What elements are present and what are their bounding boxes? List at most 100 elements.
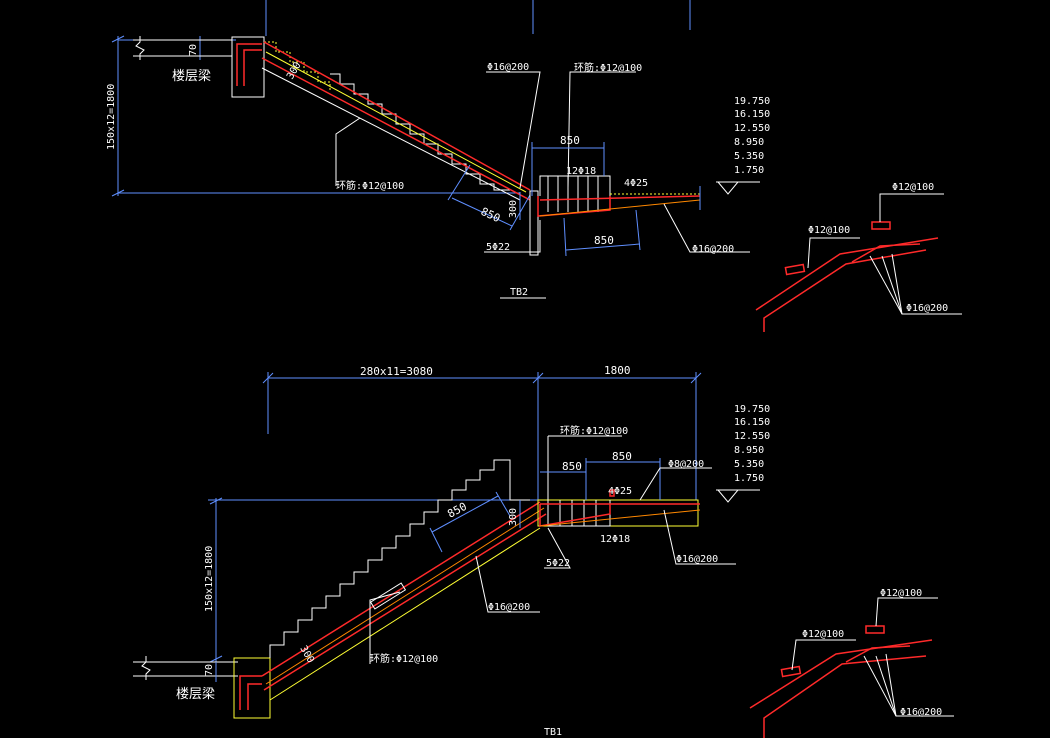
tb1-elevations: 19.750 16.150 12.550 8.950 5.350 1.750 <box>734 404 770 484</box>
tb1-label: 5Φ22 <box>546 558 570 569</box>
tb1-leader <box>475 555 540 613</box>
tb2-detail-bar <box>871 221 891 230</box>
tb1-landing-rebar-bottom <box>539 509 701 527</box>
tb1-beam-rebar <box>247 683 262 710</box>
tb1-beam-rebar <box>239 675 262 710</box>
tb2-detail-leader <box>881 255 903 315</box>
tb1-label: Φ16@200 <box>488 602 530 613</box>
tb1-dim-tick <box>209 497 223 505</box>
tb2-dim-tick <box>111 35 125 43</box>
tb1-elevation: 1.750 <box>734 473 764 484</box>
tb2-slab-rebar-bottom <box>261 57 531 201</box>
tb1-label: 300 <box>508 508 519 526</box>
tb1-elevation: 5.350 <box>734 459 764 470</box>
tb2-leader <box>484 220 541 253</box>
tb2-detail-bar <box>784 263 806 276</box>
tb2-stair-steps <box>330 73 510 191</box>
tb1-detail-leader <box>885 653 897 717</box>
tb2-landing-wall <box>529 190 539 256</box>
tb2-label: 环筋:Φ12@100 <box>574 61 642 74</box>
tb1-label: 850 <box>445 500 469 521</box>
tb1-elevation: 19.750 <box>734 404 770 415</box>
tb1-elevation: 16.150 <box>734 417 770 428</box>
tb2-floor-beam <box>231 36 265 98</box>
tb1-break-symbol <box>141 656 151 680</box>
tb1-landing <box>537 499 699 527</box>
tb1-detail-leader <box>875 655 897 717</box>
tb1-label: 环筋:Φ12@100 <box>560 424 628 437</box>
tb1-dim-tick <box>532 372 544 384</box>
tb1-slab-outline <box>269 527 541 701</box>
tb1-leader <box>369 591 401 664</box>
tb2-label: 850 <box>479 205 503 225</box>
tb2-detail-leader <box>891 253 903 315</box>
tb2-beam-rebar <box>243 49 262 86</box>
tb2-label: 850 <box>594 234 614 247</box>
tb1-detail-rebar <box>845 645 911 663</box>
tb2-leader <box>486 71 541 189</box>
tb2-drawing: Φ16@200 环筋:Φ12@100 850 12Φ18 4Φ25 850 30… <box>106 0 962 332</box>
tb1-floor-beam <box>233 657 271 719</box>
tb2-detail-rebar <box>763 249 927 332</box>
tb2-detail-leader <box>807 237 860 269</box>
tb2-elevation-marker <box>717 181 740 195</box>
tb2-label: 150x12=1800 <box>106 84 117 150</box>
tb2-label: 300 <box>508 200 519 218</box>
tb1-detail-bar <box>865 625 885 634</box>
tb1-leader <box>663 509 736 565</box>
tb1-detail-leader <box>791 639 856 671</box>
tb1-label: 850 <box>612 450 632 463</box>
tb1-drawing: 280x11=3080 1800 环筋:Φ12@100 850 850 Φ8@2… <box>133 364 954 738</box>
tb1-slab-rebar-mid <box>265 507 545 685</box>
tb2-landing-rebar-top <box>539 195 701 201</box>
tb1-label: 150x12=1800 <box>204 546 215 612</box>
tb1-leader <box>639 467 712 501</box>
tb2-slope-dim-ext <box>447 164 471 201</box>
tb1-label: 1800 <box>604 364 631 377</box>
tb1-detail-bar <box>780 665 802 678</box>
tb1-label: 850 <box>562 460 582 473</box>
tb1-dim-tick <box>209 655 223 663</box>
tb2-slab-edge <box>261 67 521 201</box>
tb2-slab-outline <box>265 51 527 193</box>
tb1-landing-rebar <box>539 504 611 527</box>
tb2-bottom-dim-ext <box>563 217 567 257</box>
tb1-slope-dim-ext <box>429 527 443 553</box>
tb2-label: Φ16@200 <box>487 62 529 73</box>
tb2-beam-rebar <box>236 43 262 86</box>
tb2-break-symbol <box>135 36 145 60</box>
tb2-leader <box>335 117 361 186</box>
tb1-detail-label: Φ12@100 <box>802 629 844 640</box>
tb2-elevation: 5.350 <box>734 151 764 162</box>
tb1-elevation: 8.950 <box>734 445 764 456</box>
tb1-slab-rebar-bottom <box>263 513 547 691</box>
tb2-landing-box <box>539 175 611 196</box>
tb2-detail-rebar <box>851 243 921 263</box>
tb1-elevation-marker <box>717 489 740 503</box>
tb2-label: 环筋:Φ12@100 <box>336 179 404 192</box>
tb1-slab-rebar-top <box>261 501 541 677</box>
tb2-leader <box>567 71 636 189</box>
tb2-elevation: 1.750 <box>734 165 764 176</box>
tb1-label: 4Φ25 <box>608 486 632 497</box>
tb2-leader <box>663 203 750 253</box>
tb2-elevation: 8.950 <box>734 137 764 148</box>
tb2-label: 5Φ22 <box>486 242 510 253</box>
tb1-label: Φ8@200 <box>668 459 704 470</box>
tb2-detail: Φ12@100 Φ12@100 Φ16@200 <box>755 182 962 332</box>
tb1-slope-dim-ext <box>495 491 511 517</box>
tb1-detail-leader <box>875 597 938 627</box>
tb1-dim-tick <box>690 372 702 384</box>
tb1-leader <box>544 527 571 569</box>
tb2-beam-label: 楼层梁 <box>172 69 211 84</box>
tb2-landing-rebar-bottom <box>539 199 701 217</box>
tb2-detail-label: Φ12@100 <box>808 225 850 236</box>
tb1-title: TB1 <box>544 727 562 738</box>
tb1-label: Φ16@200 <box>676 554 718 565</box>
tb2-title: TB2 <box>510 287 528 298</box>
tb1-detail: Φ12@100 Φ12@100 Φ16@200 <box>749 588 954 738</box>
tb2-slope-dim <box>451 197 513 227</box>
tb2-elevations: 19.750 16.150 12.550 8.950 5.350 1.750 <box>734 96 770 176</box>
tb2-bottom-dim <box>565 243 641 251</box>
